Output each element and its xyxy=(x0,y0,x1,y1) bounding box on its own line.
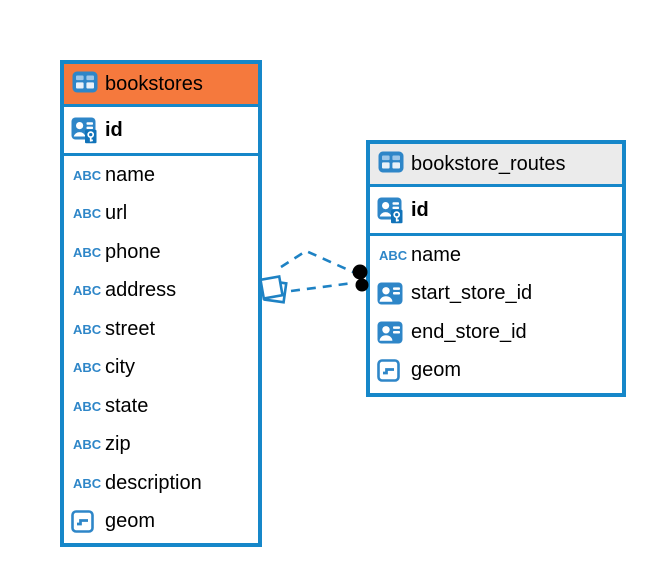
column-name: url xyxy=(105,202,128,225)
column-name: city xyxy=(105,356,135,379)
text-type-icon: ABC xyxy=(379,247,408,263)
column-name: description xyxy=(105,471,202,494)
column-row-street[interactable]: ABC street xyxy=(64,310,258,349)
entity-bookstores-header[interactable]: bookstores xyxy=(64,64,258,107)
column-row-id[interactable]: id xyxy=(64,107,258,153)
column-row-description[interactable]: ABC description xyxy=(64,464,258,503)
column-name: address xyxy=(105,279,177,302)
text-type-icon: ABC xyxy=(73,244,102,260)
text-type-icon: ABC xyxy=(73,283,102,299)
text-type-icon: ABC xyxy=(73,437,102,453)
foreign-key-icon xyxy=(377,282,411,305)
column-name: id xyxy=(105,118,123,141)
entity-title: bookstore_routes xyxy=(411,152,566,175)
relationship-dot-markers[interactable] xyxy=(352,264,369,292)
column-row-city[interactable]: ABC city xyxy=(64,348,258,387)
column-name: name xyxy=(105,163,156,186)
column-row-start-store-id[interactable]: start_store_id xyxy=(370,274,622,313)
column-name: geom xyxy=(105,510,156,533)
entity-bookstore-routes-header[interactable]: bookstore_routes xyxy=(370,144,622,187)
text-type-icon: ABC xyxy=(73,167,102,183)
entity-title: bookstores xyxy=(105,72,203,95)
column-row-name[interactable]: ABC name xyxy=(64,156,258,195)
relationship-edge-end-store[interactable] xyxy=(290,281,354,293)
relationship-diamond-marker[interactable] xyxy=(258,274,288,304)
column-row-address[interactable]: ABC address xyxy=(64,271,258,310)
entity-bookstores[interactable]: bookstores id xyxy=(60,60,262,547)
primary-key-icon xyxy=(71,117,105,144)
relationship-edge-start-store[interactable] xyxy=(280,249,354,274)
text-type-icon: ABC xyxy=(73,206,102,222)
column-name: street xyxy=(105,317,156,340)
column-row-zip[interactable]: ABC zip xyxy=(64,425,258,464)
column-name: id xyxy=(411,198,429,221)
entity-bookstore-routes[interactable]: bookstore_routes xyxy=(366,140,626,397)
text-type-icon: ABC xyxy=(73,360,102,376)
column-name: zip xyxy=(105,433,131,456)
column-row-state[interactable]: ABC state xyxy=(64,387,258,426)
column-name: end_store_id xyxy=(411,320,527,343)
column-name: state xyxy=(105,394,149,417)
text-type-icon: ABC xyxy=(73,321,102,337)
column-name: phone xyxy=(105,240,161,263)
geometry-type-icon xyxy=(71,510,105,534)
table-icon xyxy=(378,151,404,178)
column-row-geom[interactable]: geom xyxy=(370,351,622,390)
column-row-id[interactable]: id xyxy=(370,187,622,233)
foreign-key-icon xyxy=(377,321,411,344)
text-type-icon: ABC xyxy=(73,398,102,414)
column-row-name[interactable]: ABC name xyxy=(370,236,622,275)
text-type-icon: ABC xyxy=(73,475,102,491)
pk-section: id xyxy=(64,107,258,156)
column-row-geom[interactable]: geom xyxy=(64,502,258,541)
column-row-phone[interactable]: ABC phone xyxy=(64,233,258,272)
column-name: name xyxy=(411,243,462,266)
pk-section: id xyxy=(370,187,622,236)
column-row-end-store-id[interactable]: end_store_id xyxy=(370,313,622,352)
column-row-url[interactable]: ABC url xyxy=(64,194,258,233)
geometry-type-icon xyxy=(377,359,411,383)
column-name: start_store_id xyxy=(411,282,533,305)
column-name: geom xyxy=(411,359,462,382)
primary-key-icon xyxy=(377,197,411,224)
table-icon xyxy=(72,71,98,98)
